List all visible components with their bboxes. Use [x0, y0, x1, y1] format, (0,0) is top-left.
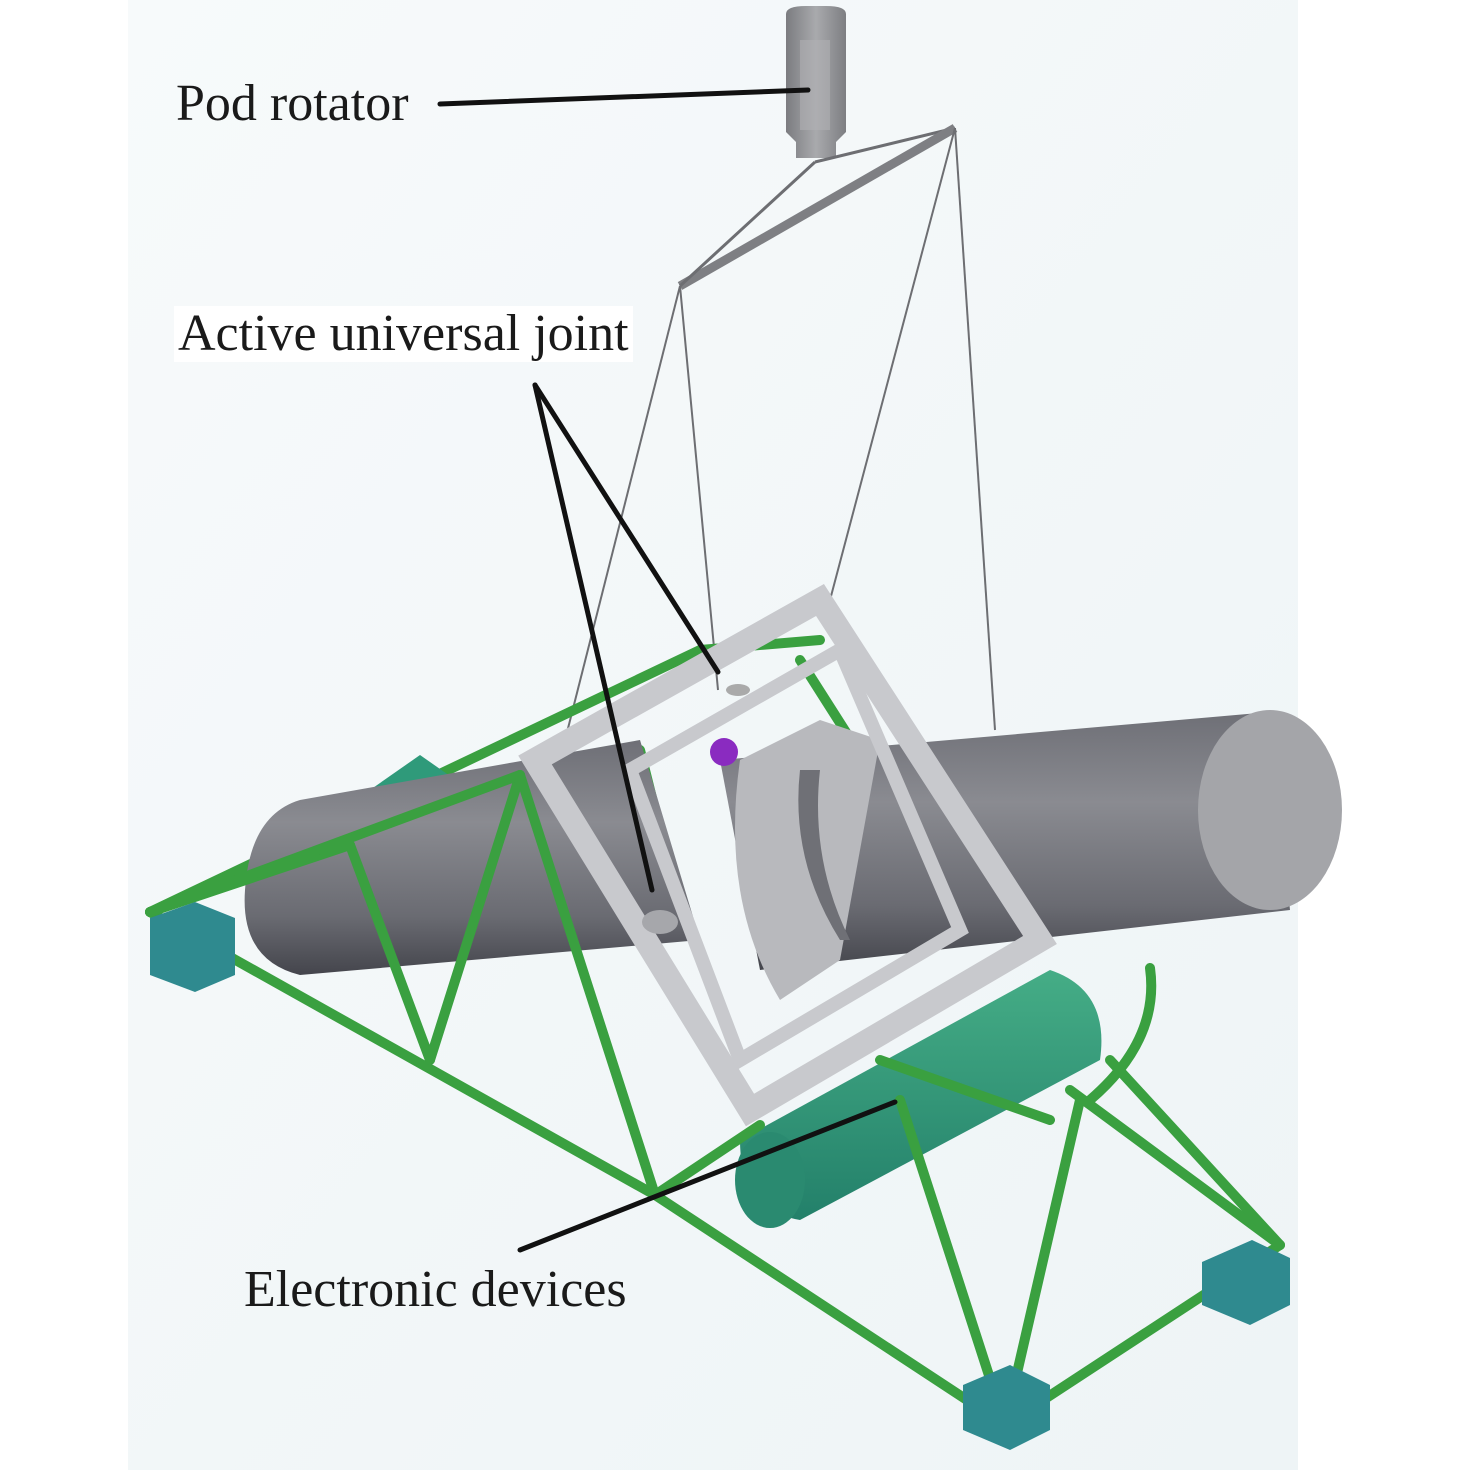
- label-pod-rotator: Pod rotator: [176, 75, 409, 132]
- foot-front: [963, 1365, 1050, 1450]
- leader-electronic-devices: [517, 1099, 898, 1253]
- label-active-universal-joint: Active universal joint: [174, 306, 633, 362]
- joint-actuator: [710, 738, 738, 766]
- pipe-collar: [735, 720, 880, 1000]
- gimbal-frame: [518, 584, 1057, 1127]
- joint-bolt: [726, 684, 750, 696]
- suspension-rig: [559, 124, 996, 761]
- pod-rotator: [786, 6, 846, 158]
- truss-feet: [150, 902, 1290, 1450]
- foot-right: [1202, 1240, 1290, 1325]
- leader-lines: [437, 87, 898, 1253]
- leader-joint-upper: [532, 382, 721, 675]
- foot-left: [150, 902, 235, 992]
- main-pipe-left: [244, 740, 700, 975]
- leader-joint-lower: [532, 382, 655, 893]
- joint-bolt-lower: [642, 910, 678, 934]
- leader-pod-rotator: [437, 87, 811, 107]
- label-electronic-devices: Electronic devices: [244, 1261, 627, 1318]
- pipe-end-cap: [1198, 710, 1342, 910]
